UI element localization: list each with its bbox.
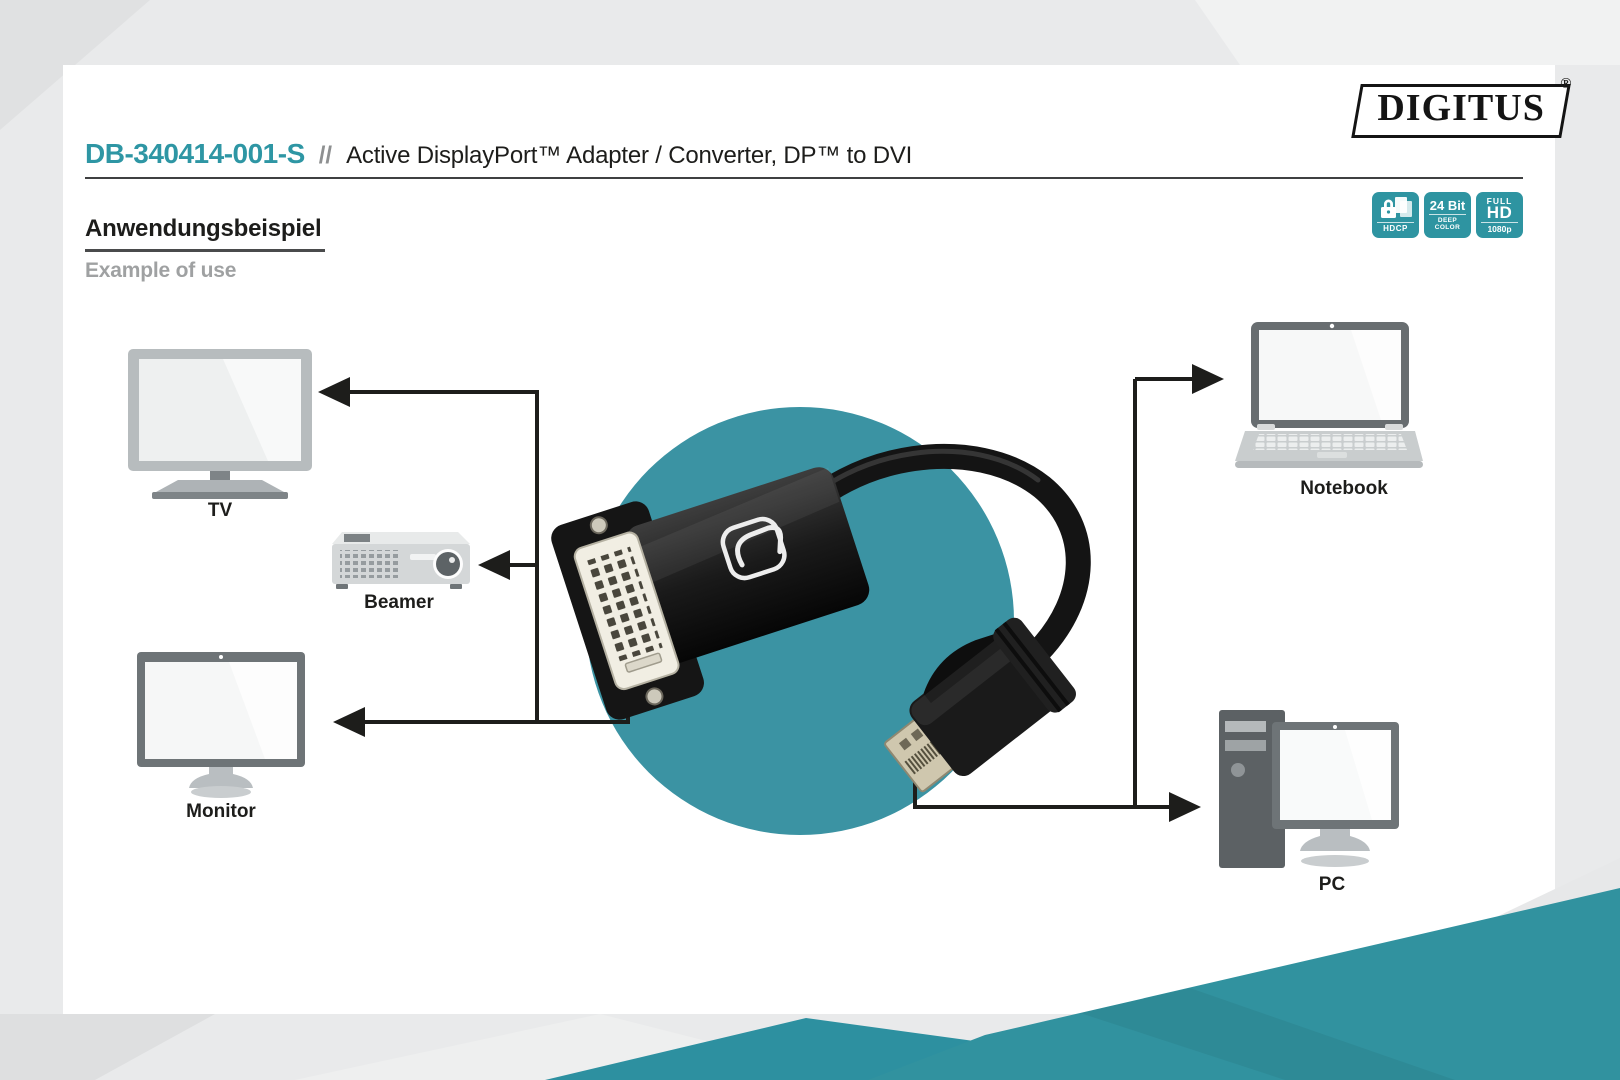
brand-logo-text: DIGITUS — [1377, 87, 1545, 129]
badge-full-hd-top: FULL — [1486, 195, 1513, 206]
feature-badges: HDCP 24 Bit DEEP COLOR FULL HD 1080p — [1372, 192, 1523, 238]
product-code: DB-340414-001-S — [85, 138, 305, 169]
brand-logo: DIGITUS ® — [1351, 76, 1572, 138]
badge-deep-color-sub2: COLOR — [1434, 224, 1461, 231]
adapter-cable — [777, 443, 1091, 665]
section-heading-de: Anwendungsbeispiel — [85, 215, 326, 252]
webcam-dot — [1333, 725, 1337, 729]
dp-latch — [923, 632, 1007, 704]
webcam-dot — [1329, 323, 1335, 329]
touchpad — [1317, 452, 1347, 458]
title-divider-rule — [85, 177, 1523, 179]
dvi-pin-holes — [586, 546, 663, 662]
displayport-plug — [884, 617, 1076, 793]
tv-icon — [128, 349, 312, 499]
badge-full-hd-sub: 1080p — [1487, 224, 1512, 234]
badge-divider — [1429, 214, 1466, 215]
screw-hole — [645, 687, 664, 706]
arrow-to-notebook — [1192, 364, 1224, 394]
device-label-tv: TV — [207, 500, 233, 521]
screw-hole — [589, 516, 608, 535]
brand-logo-frame: DIGITUS — [1351, 84, 1571, 138]
pc-icon — [1219, 710, 1399, 868]
device-label-pc: PC — [1318, 874, 1346, 895]
arrow-to-monitor — [333, 707, 365, 737]
notebook-icon — [1235, 322, 1423, 468]
badge-deep-color: 24 Bit DEEP COLOR — [1424, 192, 1471, 238]
section-heading: Anwendungsbeispiel Example of use — [85, 215, 326, 283]
arrow-to-tv — [318, 377, 350, 407]
adapter-dvi-end — [551, 467, 870, 720]
keyboard-keys — [1253, 434, 1407, 450]
webcam-dot — [219, 655, 223, 659]
arrow-to-pc — [1169, 792, 1201, 822]
badge-hdcp: HDCP — [1372, 192, 1419, 238]
badge-full-hd: FULL HD 1080p — [1476, 192, 1523, 238]
device-label-notebook: Notebook — [1300, 478, 1388, 499]
device-label-monitor: Monitor — [186, 801, 256, 822]
badge-divider — [1377, 222, 1414, 223]
hdcp-lock-documents-icon — [1380, 197, 1412, 218]
power-button — [1231, 763, 1245, 777]
arrow-to-beamer — [478, 550, 510, 580]
title-separator: // — [318, 142, 333, 169]
product-title: Active DisplayPort™ Adapter / Converter,… — [346, 142, 913, 169]
badge-full-hd-main: HD — [1486, 203, 1513, 222]
device-label-beamer: Beamer — [364, 592, 434, 613]
monitor-icon — [137, 652, 305, 798]
dp-pins — [903, 740, 942, 775]
arrowheads — [318, 364, 1224, 822]
badge-deep-color-value: 24 Bit — [1429, 198, 1466, 213]
product-title-row: DB-340414-001-S // Active DisplayPort™ A… — [85, 138, 912, 170]
registered-trademark-symbol: ® — [1560, 76, 1572, 92]
section-heading-en: Example of use — [85, 259, 237, 282]
badge-divider — [1481, 222, 1518, 223]
beamer-grille — [340, 550, 400, 578]
beamer-icon — [332, 532, 470, 589]
badge-hdcp-label: HDCP — [1383, 224, 1408, 233]
badge-deep-color-sub1: DEEP — [1437, 217, 1458, 224]
